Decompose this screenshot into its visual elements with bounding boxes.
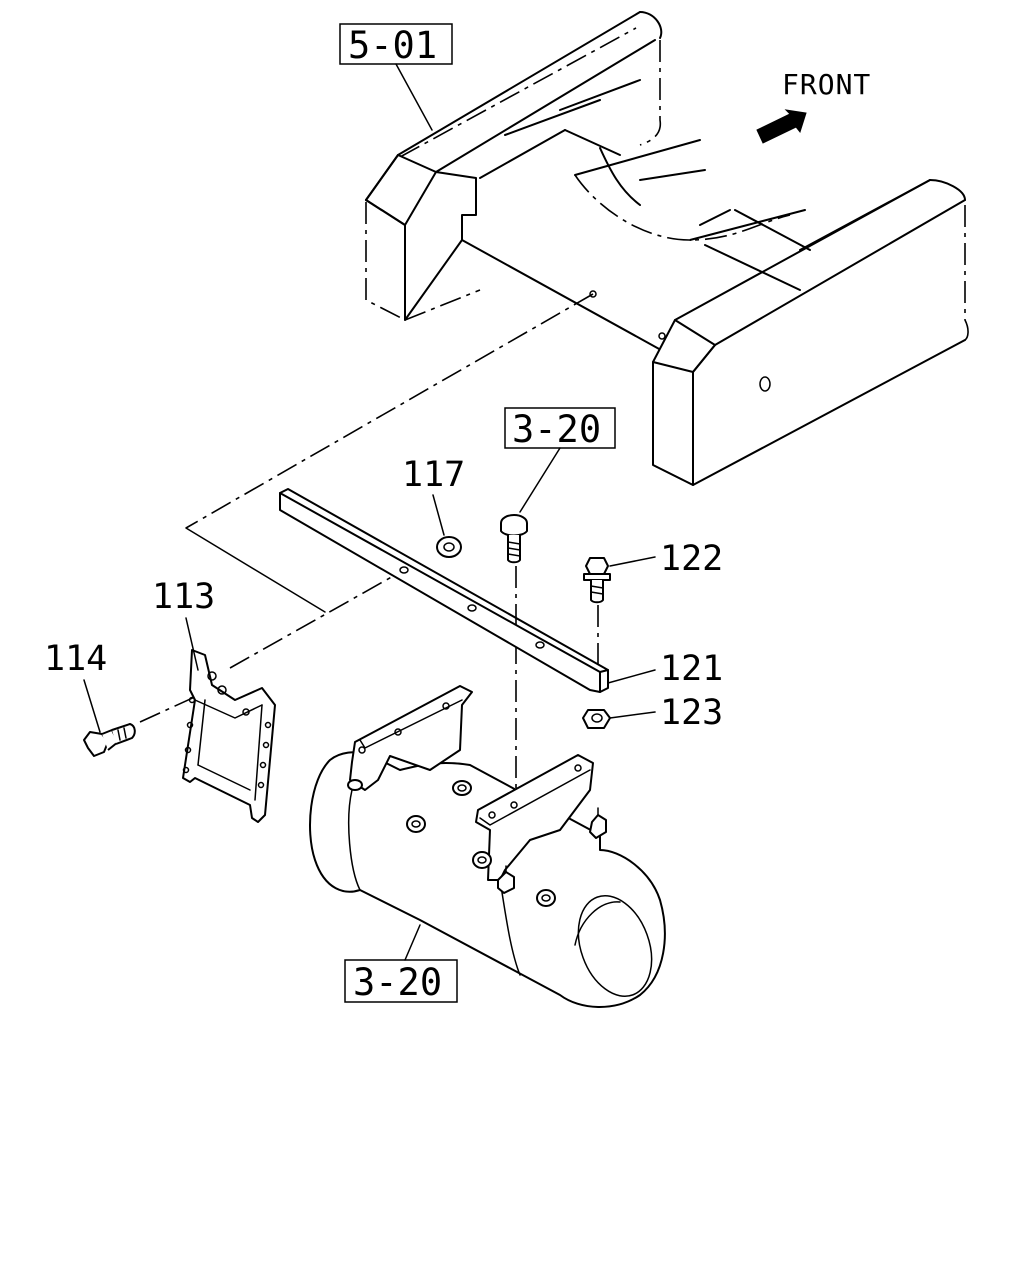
- front-arrow-icon: [756, 109, 807, 144]
- nut-123: [582, 709, 611, 729]
- ref-text-3-20-bottom: 3-20: [353, 961, 442, 1004]
- callout-122-label: 122: [660, 539, 723, 579]
- callout-123: 123: [609, 693, 723, 733]
- tank-assembly: [309, 685, 666, 1008]
- front-direction-indicator: FRONT: [756, 68, 871, 144]
- support-bar: [279, 488, 609, 693]
- callout-121: 121: [607, 649, 723, 689]
- guide-lines: [139, 293, 599, 790]
- callout-114: 114: [44, 639, 107, 733]
- callout-117: 117: [402, 455, 465, 536]
- callout-113: 113: [152, 577, 215, 671]
- ref-box-3-20-bottom: 3-20: [344, 924, 458, 1004]
- callout-122: 122: [609, 539, 723, 579]
- front-label: FRONT: [782, 68, 871, 101]
- washer-117: [436, 536, 462, 558]
- callout-123-label: 123: [660, 693, 723, 733]
- ref-box-5-01: 5-01: [339, 23, 453, 131]
- ref-text-5-01: 5-01: [348, 24, 437, 67]
- bolt-122: [583, 557, 611, 604]
- bracket-113: [182, 649, 276, 823]
- bolt-114: [83, 723, 136, 757]
- callout-121-label: 121: [660, 649, 723, 689]
- callout-113-label: 113: [152, 577, 215, 617]
- callout-114-label: 114: [44, 639, 107, 679]
- ref-box-3-20-top: 3-20: [504, 407, 616, 513]
- callout-117-label: 117: [402, 455, 465, 495]
- ref-text-3-20-top: 3-20: [512, 408, 601, 451]
- bolt-3-20-top: [500, 514, 528, 564]
- frame-assembly: [365, 11, 969, 486]
